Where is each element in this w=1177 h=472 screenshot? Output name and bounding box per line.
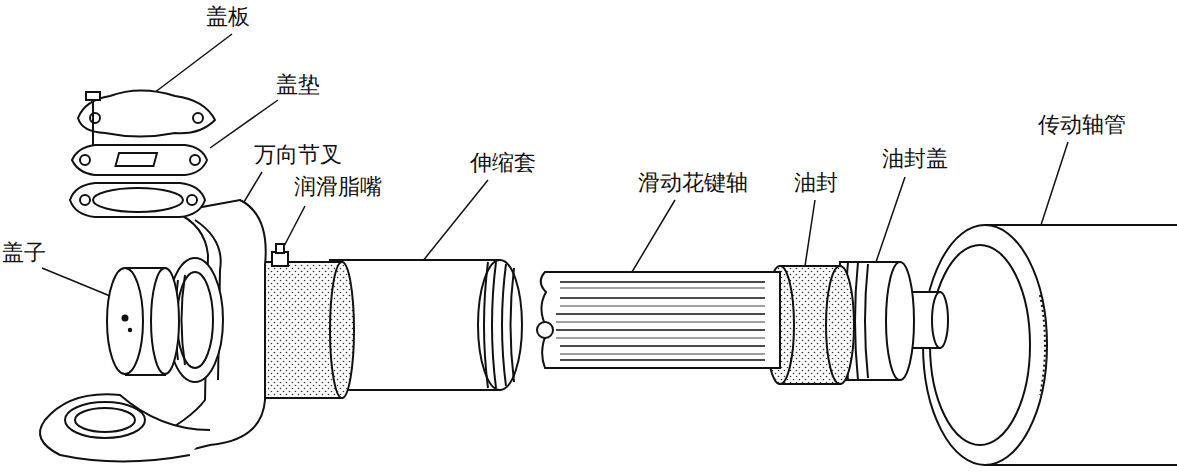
part-label: 万向节叉 bbox=[254, 142, 342, 167]
part-label: 盖板 bbox=[206, 4, 250, 29]
part-label: 传动轴管 bbox=[1038, 112, 1126, 137]
yoke-flange bbox=[70, 183, 205, 217]
spline-shaft bbox=[537, 272, 780, 368]
sleeve-ring bbox=[262, 262, 354, 398]
telescopic-sleeve bbox=[330, 260, 522, 390]
grease-nipple bbox=[272, 244, 288, 266]
part-label: 油封盖 bbox=[882, 146, 948, 171]
gasket bbox=[72, 145, 207, 175]
part-label: 润滑脂嘴 bbox=[294, 174, 382, 199]
part-label: 盖垫 bbox=[276, 72, 320, 97]
part-label: 盖子 bbox=[2, 240, 46, 265]
part-label: 滑动花键轴 bbox=[638, 170, 748, 195]
shaft-tube bbox=[923, 225, 1177, 465]
yoke bbox=[40, 200, 266, 462]
cap bbox=[107, 268, 179, 375]
part-label: 伸缩套 bbox=[470, 150, 536, 175]
part-label: 油封 bbox=[794, 170, 838, 195]
cover-plate bbox=[78, 91, 215, 146]
